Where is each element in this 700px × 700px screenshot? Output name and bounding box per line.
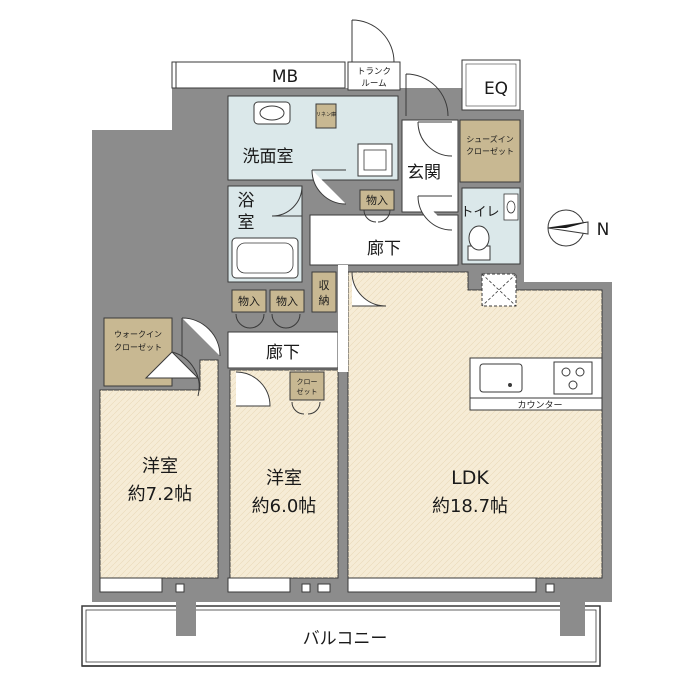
- western-room-2-name: 洋室: [266, 468, 302, 489]
- windows: [99, 61, 555, 593]
- storage-left: [231, 289, 267, 313]
- shuno: [311, 271, 337, 313]
- western-room-2-size: 約6.0帖: [252, 496, 317, 517]
- mb-area: [174, 61, 346, 89]
- trunk-room-label-2: ルーム: [361, 79, 386, 89]
- shoes-closet-label-1: シューズイン: [466, 134, 514, 144]
- washroom-label: 洗面室: [243, 147, 294, 167]
- hall-connector: [338, 265, 348, 372]
- shuno-label-2: 納: [319, 294, 330, 307]
- western-room-1-name: 洋室: [142, 456, 178, 477]
- mb-label: MB: [272, 67, 298, 87]
- hall-lower-label: 廊下: [266, 343, 300, 363]
- trunk-room: [347, 61, 401, 91]
- hall-upper-label: 廊下: [367, 239, 401, 259]
- fixtures: [231, 101, 603, 411]
- ldk-name: LDK: [451, 467, 489, 489]
- linen-label: リネン庫: [316, 111, 336, 118]
- labels: MB トランク ルーム EQ 洗面室 浴 室 玄関 シューズイン クローゼット …: [114, 67, 563, 517]
- balcony-label: バルコニー: [303, 629, 388, 649]
- balcony: バルコニー: [81, 605, 601, 667]
- closet-small-label-1: クロー: [297, 378, 318, 386]
- western-room-1-size: 約7.2帖: [128, 484, 193, 505]
- compass-icon: N: [547, 209, 610, 247]
- bath-label-1: 浴: [238, 191, 255, 211]
- closet-small: [289, 371, 325, 401]
- storage-right-label: 物入: [276, 294, 298, 308]
- walkin-closet-label-1: ウォークイン: [114, 330, 162, 339]
- hall-lower-floor: [227, 331, 339, 369]
- compass-label: N: [597, 220, 610, 240]
- storage-left-label: 物入: [238, 294, 260, 308]
- shoes-closet-label-2: クローゼット: [466, 146, 514, 156]
- shoes-closet: [459, 119, 521, 183]
- trunk-room-label-1: トランク: [357, 67, 391, 77]
- storage-top: [359, 189, 395, 211]
- linen-closet: [315, 103, 337, 129]
- counter-label: カウンター: [517, 400, 562, 411]
- doors: [144, 19, 453, 415]
- eq-area: [461, 59, 521, 111]
- shuno-label-1: 収: [319, 279, 330, 292]
- walkin-closet-label-2: クローゼット: [114, 342, 162, 352]
- storage-top-label: 物入: [366, 193, 388, 207]
- closet-small-label-2: ゼット: [297, 387, 318, 396]
- bath-label-2: 室: [238, 213, 255, 233]
- eq-label: EQ: [484, 79, 508, 99]
- ldk-size: 約18.7帖: [432, 496, 508, 517]
- storage-right: [269, 289, 305, 313]
- genkan-label: 玄関: [407, 163, 441, 183]
- toilet-label: トイレ: [460, 205, 499, 220]
